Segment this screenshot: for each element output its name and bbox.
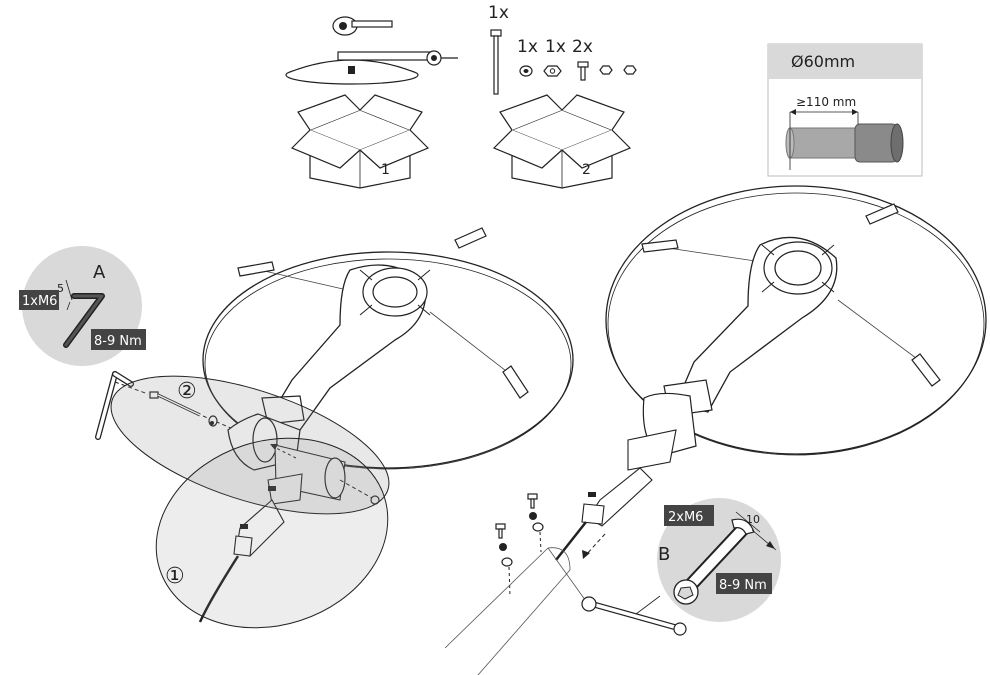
- small-nut-icon: [599, 65, 637, 75]
- pole-spigot-icon: [785, 109, 904, 170]
- detail-b-screws-label: 2xM6: [668, 510, 703, 525]
- luminaire-right: [605, 185, 987, 456]
- box-2-number: 2: [582, 162, 591, 178]
- exploded-bolt: [114, 381, 241, 433]
- mounting-clip-icon: [641, 203, 941, 387]
- detail-b-torque-tag: [716, 573, 772, 594]
- detail-a-screw-tag: [19, 290, 59, 310]
- luminaire-head-icon: [285, 50, 458, 85]
- washer-icon: [519, 65, 533, 77]
- luminaire-head-small-icon: [332, 16, 393, 36]
- detail-b-screws-tag: [664, 505, 714, 526]
- screws-quantity: 2x: [572, 37, 593, 57]
- hex-nut-icon: [543, 65, 562, 77]
- detail-a-torque-label: 8-9 Nm: [94, 334, 142, 349]
- mounting-clip-icon: [237, 227, 529, 399]
- detail-b-torque-label: 8-9 Nm: [719, 578, 767, 593]
- box-1-number: 1: [381, 162, 390, 178]
- pole-diameter-label: Ø60mm: [791, 52, 855, 71]
- step-1-marker: ①: [165, 564, 185, 589]
- pole-spec-panel: [767, 43, 923, 177]
- step-2-marker: ②: [177, 379, 197, 404]
- pole-insertion-label: ≥110 mm: [796, 95, 856, 109]
- exploded-washer: [208, 415, 218, 427]
- long-bolt-icon: [490, 29, 502, 95]
- short-screw-icon: [577, 61, 589, 81]
- step-1-highlight: [155, 437, 389, 629]
- pole-guide-lines: [444, 547, 589, 675]
- exploded-screws: [495, 493, 544, 597]
- step-2-highlight: [110, 375, 390, 515]
- bolt-quantity: 1x: [488, 3, 509, 23]
- detail-a-torque-tag: [91, 329, 146, 350]
- detail-b-spanner-size: 10: [746, 513, 760, 526]
- washer-quantity: 1x: [517, 37, 538, 57]
- nut-quantity: 1x: [545, 37, 566, 57]
- box-2-icon: [492, 94, 632, 189]
- spanner-tool-icon: [581, 595, 687, 636]
- detail-a-letter: A: [93, 262, 106, 283]
- box-1-icon: [290, 94, 430, 189]
- detail-b-letter: B: [658, 544, 670, 565]
- luminaire-left: [202, 227, 574, 470]
- mounting-bracket-right: [555, 392, 697, 561]
- detail-a-screw-label: 1xM6: [22, 294, 57, 309]
- hex-key-tool-icon: [95, 371, 134, 440]
- detail-a-hex-size: 5: [57, 282, 64, 295]
